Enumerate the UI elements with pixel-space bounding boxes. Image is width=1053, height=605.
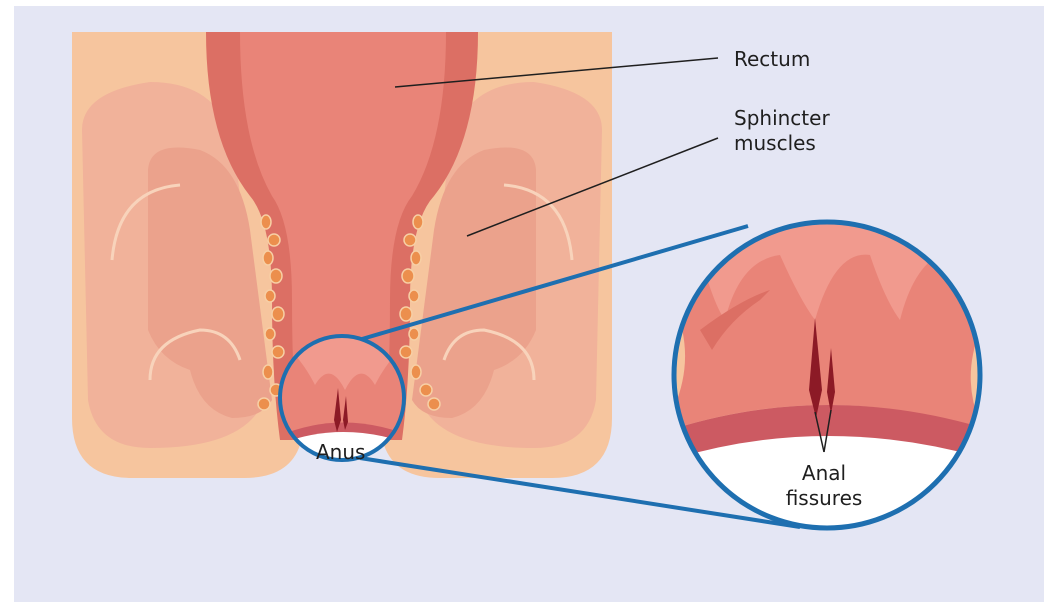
label-fissure-line2: fissures (774, 486, 874, 511)
label-sphincter-line2: muscles (734, 131, 830, 156)
label-rectum: Rectum (734, 47, 810, 72)
label-sphincter-line1: Sphincter (734, 106, 830, 131)
label-anal-fissures: Anal fissures (774, 461, 874, 511)
label-anus: Anus (316, 440, 365, 465)
label-fissure-line1: Anal (774, 461, 874, 486)
label-sphincter-muscles: Sphincter muscles (734, 106, 830, 156)
